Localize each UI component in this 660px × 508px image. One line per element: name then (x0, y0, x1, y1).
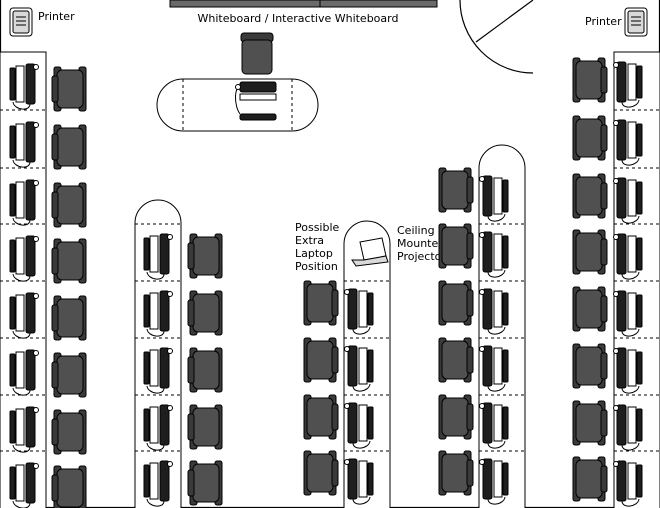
computer-workstation-icon (344, 458, 374, 505)
computer-workstation-icon (613, 290, 643, 337)
office-chair-icon (572, 456, 608, 502)
office-chair-icon (572, 286, 608, 332)
office-chair-icon (187, 233, 223, 279)
printer-left-label: Printer (38, 10, 75, 23)
projector-label-line-3: Projector (397, 250, 446, 263)
computer-workstation-icon (479, 288, 509, 335)
computer-workstation-icon (9, 179, 39, 226)
computer-workstation-icon (613, 61, 643, 108)
office-chair-icon (303, 450, 339, 496)
computer-workstation-icon (613, 347, 643, 394)
computer-workstation-icon (613, 233, 643, 280)
office-chair-icon (438, 280, 474, 326)
office-chair-icon (51, 295, 87, 341)
office-chair-icon (438, 223, 474, 269)
computer-workstation-icon (143, 233, 173, 280)
laptop-icon (351, 237, 389, 267)
computer-workstation-icon (9, 462, 39, 508)
computer-workstation-icon (479, 175, 509, 222)
teacher-workstation (235, 81, 277, 121)
office-chair-icon (51, 238, 87, 284)
office-chair-icon (303, 394, 339, 440)
computer-workstation-icon (613, 460, 643, 507)
printer-icon (9, 7, 33, 37)
seat-layer (9, 57, 643, 508)
laptop-label: Possible Extra Laptop Position (295, 221, 340, 273)
office-chair-icon (51, 66, 87, 112)
computer-workstation-icon (479, 402, 509, 449)
office-chair-icon (303, 280, 339, 326)
projector-label-line-1: Ceiling (397, 224, 435, 237)
printer-right-label: Printer (585, 15, 622, 28)
office-chair-icon (438, 394, 474, 440)
office-chair-icon (572, 343, 608, 389)
door-swing-icon (459, 0, 534, 74)
office-chair-icon (51, 182, 87, 228)
laptop-label-line-2: Extra (295, 234, 324, 247)
office-chair-icon (51, 352, 87, 398)
whiteboard-label: Whiteboard / Interactive Whiteboard (198, 12, 399, 25)
computer-workstation-icon (9, 349, 39, 396)
projector-label-line-2: Mounted (397, 237, 445, 250)
computer-workstation-icon (143, 347, 173, 394)
computer-workstation-icon (613, 177, 643, 224)
laptop-label-line-1: Possible (295, 221, 340, 234)
computer-workstation-icon (344, 402, 374, 449)
office-chair-icon (187, 404, 223, 450)
office-chair-icon (51, 124, 87, 170)
office-chair-icon (572, 400, 608, 446)
office-chair-icon (438, 167, 474, 213)
computer-workstation-icon (479, 458, 509, 505)
office-chair-icon (303, 337, 339, 383)
right-wall-desk (613, 51, 660, 508)
laptop-label-line-4: Position (295, 260, 338, 273)
computer-workstation-icon (9, 121, 39, 168)
projector-label: Ceiling Mounted Projector (397, 224, 446, 263)
desk-layer (0, 51, 660, 508)
teacher-chair (240, 32, 274, 75)
laptop-label-line-3: Laptop (295, 247, 333, 260)
office-chair-icon (438, 337, 474, 383)
left-wall-desk (0, 51, 47, 508)
office-chair-icon (187, 290, 223, 336)
computer-workstation-icon (9, 235, 39, 282)
office-chair-icon (187, 460, 223, 506)
computer-workstation-icon (479, 345, 509, 392)
printer-icon (624, 7, 648, 37)
computer-workstation-icon (143, 290, 173, 337)
office-chair-icon (572, 115, 608, 161)
computer-workstation-icon (143, 404, 173, 451)
computer-workstation-icon (613, 119, 643, 166)
computer-workstation-icon (9, 406, 39, 453)
computer-workstation-icon (344, 288, 374, 335)
computer-workstation-icon (613, 404, 643, 451)
office-chair-icon (572, 229, 608, 275)
office-chair-icon (51, 465, 87, 508)
office-chair-icon (572, 57, 608, 103)
computer-workstation-icon (143, 460, 173, 507)
computer-workstation-icon (479, 231, 509, 278)
office-chair-icon (438, 450, 474, 496)
office-chair-icon (51, 409, 87, 455)
computer-workstation-icon (9, 292, 39, 339)
computer-workstation-icon (9, 63, 39, 110)
teacher-desk (156, 78, 319, 132)
whiteboard (169, 0, 438, 8)
office-chair-icon (187, 347, 223, 393)
office-chair-icon (572, 173, 608, 219)
computer-workstation-icon (344, 345, 374, 392)
